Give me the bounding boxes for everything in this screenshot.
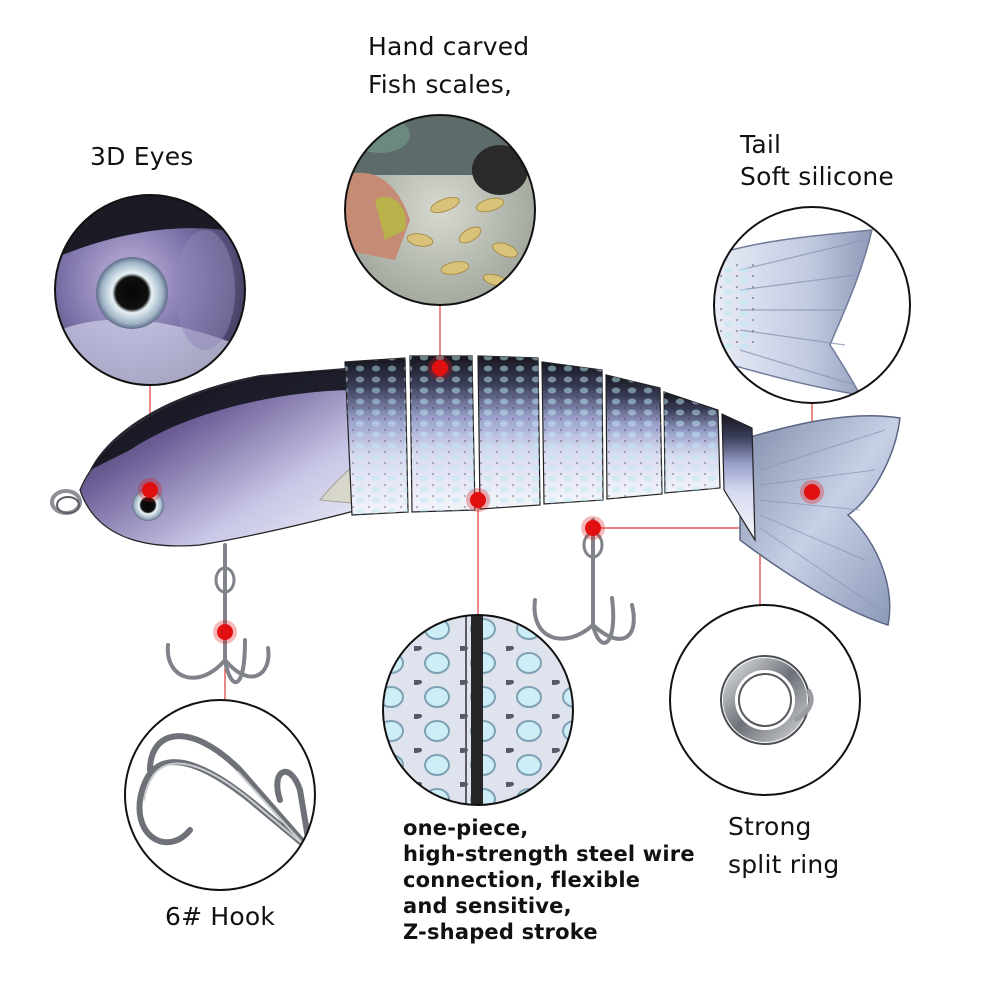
lure-eye <box>132 489 164 521</box>
ring-leader-line <box>593 527 761 605</box>
tail-label-line2: Soft silicone <box>740 162 895 191</box>
eyes-label: 3D Eyes <box>90 142 194 171</box>
scales-marker <box>428 356 452 380</box>
workshop-photo <box>344 114 536 306</box>
hook-marker <box>213 620 237 644</box>
belly-treble-hook-icon <box>165 543 271 685</box>
eyes-marker <box>138 478 162 502</box>
scale-closeup-image <box>382 614 574 806</box>
tail-closeup-image <box>713 206 911 404</box>
ring-marker <box>581 516 605 540</box>
tail-label-line1: Tail <box>740 130 782 159</box>
wire-line-2: high-strength steel wire <box>403 842 695 866</box>
lure-tail-fin <box>739 415 901 626</box>
split-ring-closeup-image <box>669 604 861 796</box>
tail-marker <box>800 480 824 504</box>
scales-label-line2: Fish scales, <box>368 70 513 99</box>
rear-treble-hook-icon <box>532 518 636 645</box>
wire-line-4: and sensitive, <box>403 894 572 918</box>
wire-line-1: one-piece, <box>403 816 529 840</box>
split-ring-icon <box>720 655 814 745</box>
eye-closeup-image <box>54 194 246 386</box>
wire-marker <box>466 488 490 512</box>
wire-line-5: Z-shaped stroke <box>403 920 598 944</box>
hook-label: 6# Hook <box>165 902 276 931</box>
ring-label-line1: Strong <box>728 812 812 841</box>
ring-label-line2: split ring <box>728 850 840 879</box>
fishing-lure-illustration <box>50 355 901 685</box>
callout-markers <box>138 356 824 644</box>
nose-split-ring-icon <box>50 489 82 515</box>
wire-line-3: connection, flexible <box>403 868 641 892</box>
lure-segments <box>344 355 756 543</box>
hook-closeup-image <box>124 699 316 891</box>
scales-label-line1: Hand carved <box>368 32 530 61</box>
